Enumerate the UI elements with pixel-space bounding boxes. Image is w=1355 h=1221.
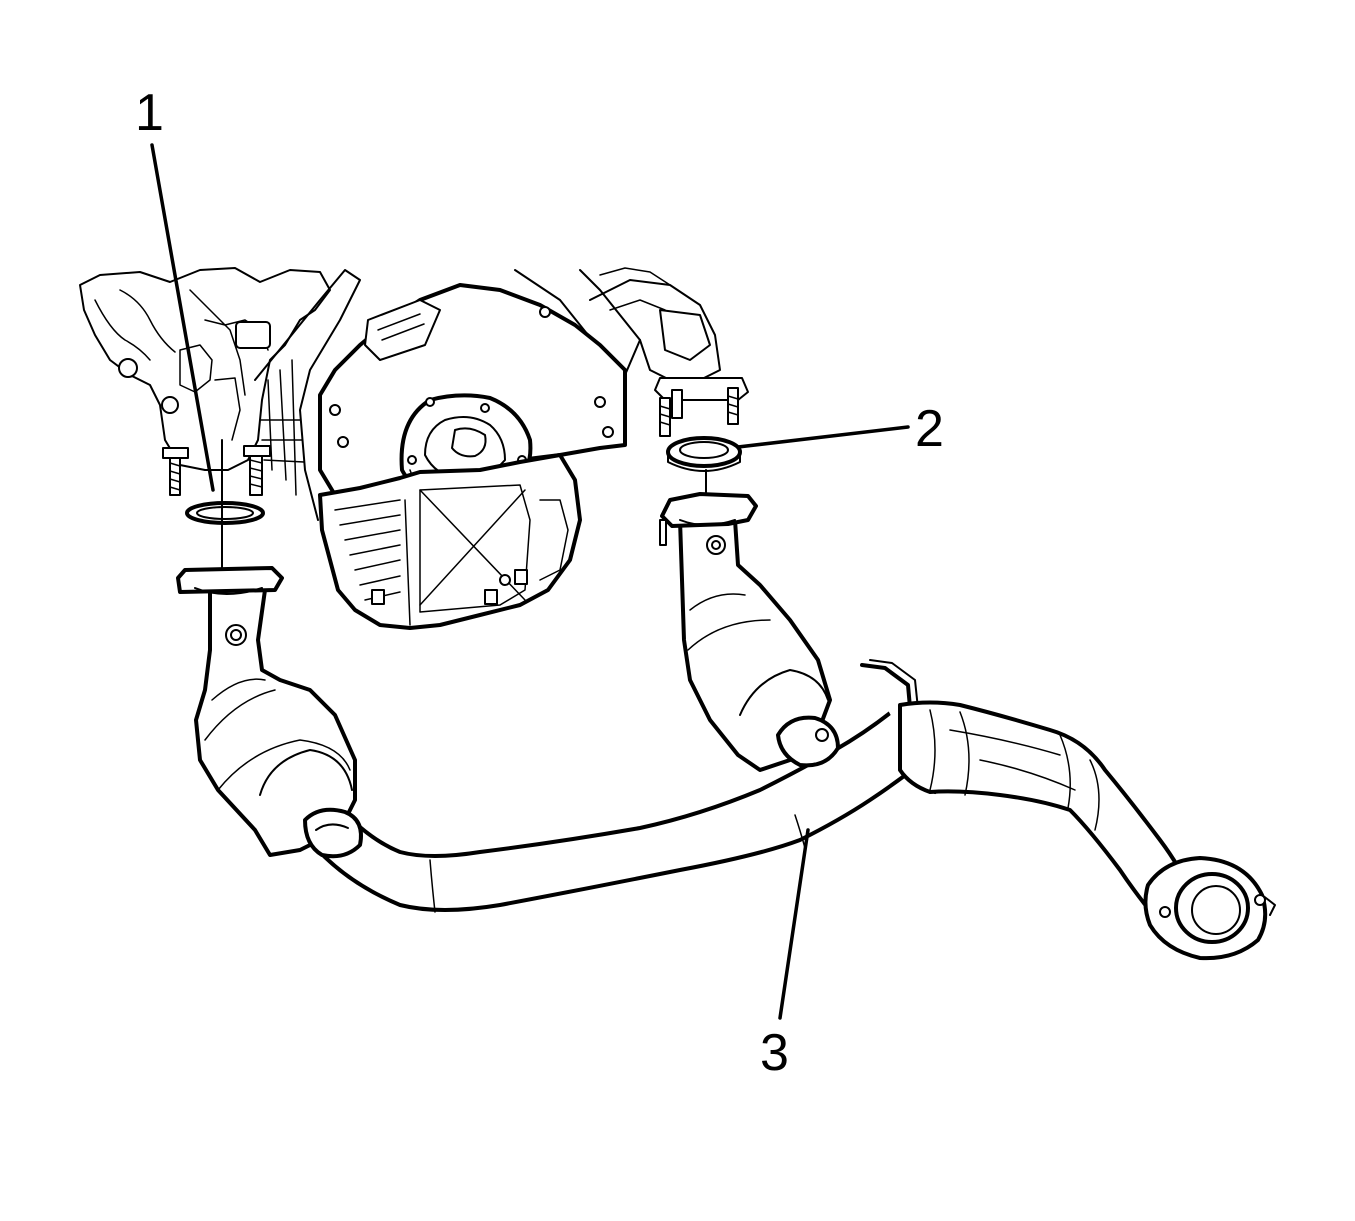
callout-3-label: 3 xyxy=(760,1024,789,1082)
engine-block xyxy=(79,267,749,630)
callout-1-leader xyxy=(150,143,215,492)
right-gasket xyxy=(666,436,742,472)
callout-2-label: 2 xyxy=(915,400,944,458)
left-catalytic-converter xyxy=(176,566,363,859)
callout-2-leader xyxy=(736,425,910,449)
callout-1-label: 1 xyxy=(135,84,164,142)
rear-resonator-pipe xyxy=(898,700,1276,961)
left-gasket xyxy=(185,501,265,525)
left-manifold-bolts xyxy=(162,445,271,496)
oil-pan xyxy=(318,453,582,630)
callout-3-leader xyxy=(778,828,810,1020)
exhaust-pipe-assembly xyxy=(176,492,1276,961)
right-catalytic-converter xyxy=(659,492,840,772)
right-manifold-flange xyxy=(654,377,749,437)
